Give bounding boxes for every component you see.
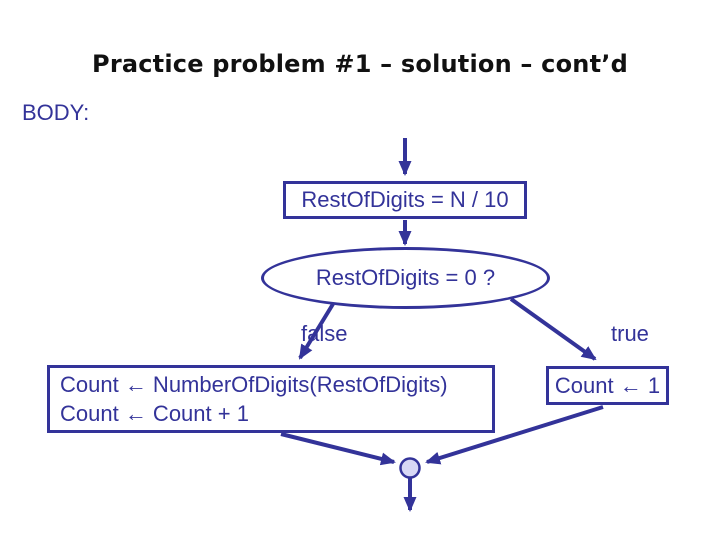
- decision-text: RestOfDigits = 0 ?: [315, 265, 496, 290]
- decision-ellipse: RestOfDigits = 0 ?: [261, 247, 550, 309]
- false-branch-label: false: [301, 321, 348, 346]
- false-branch-box: Count ← NumberOfDigits(RestOfDigits) Cou…: [47, 365, 495, 433]
- process-box-text: RestOfDigits = N / 10: [301, 187, 509, 212]
- merge-right-arrow: [425, 405, 604, 465]
- process-box-restofdigits: RestOfDigits = N / 10: [283, 181, 527, 219]
- true-branch-arrow: [509, 297, 597, 361]
- false-branch-statement-2: Count ← Count + 1: [60, 401, 249, 426]
- true-branch-label: true: [611, 321, 649, 346]
- section-label: BODY:: [22, 100, 90, 125]
- true-branch-box: Count ← 1: [546, 366, 669, 405]
- slide-title: Practice problem #1 – solution – cont’d: [92, 50, 628, 78]
- false-branch-statement-1: Count ← NumberOfDigits(RestOfDigits): [60, 371, 448, 397]
- true-branch-statement: Count ← 1: [554, 372, 661, 398]
- merge-left-arrow: [280, 432, 396, 466]
- merge-connector-circle: [399, 457, 421, 479]
- false-branch-arrow: [298, 302, 335, 360]
